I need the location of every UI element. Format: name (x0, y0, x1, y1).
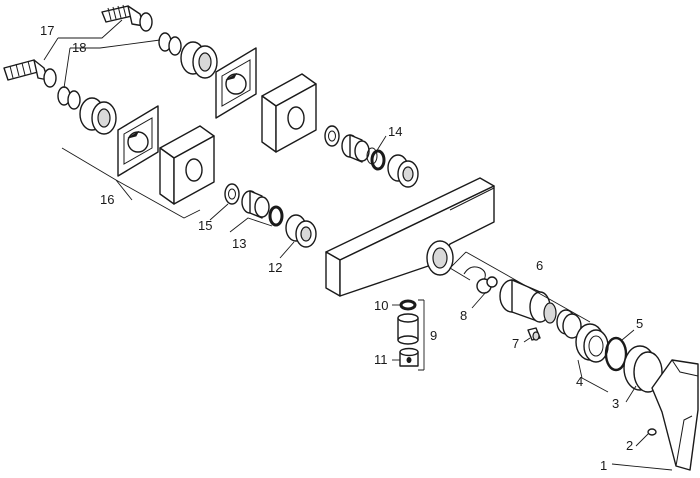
callout-9: 9 (430, 328, 437, 343)
hex-nut-left (79, 97, 117, 135)
o-ring-14 (370, 149, 386, 171)
callout-12: 12 (268, 260, 282, 275)
callout-13: 13 (232, 236, 246, 251)
callout-16: 16 (100, 192, 114, 207)
screw-7 (527, 327, 541, 341)
callout-14: 14 (388, 124, 402, 139)
cap-nut-12 (285, 214, 317, 248)
washer-15 (224, 183, 240, 205)
thermostatic-cartridge-6 (499, 279, 557, 324)
rosette-4 (575, 323, 609, 363)
o-ring-13 (268, 205, 284, 227)
cover-plate-sticker-top (215, 47, 257, 119)
square-escutcheon-left (159, 125, 215, 205)
callout-17: 17 (40, 23, 54, 38)
callout-18: 18 (72, 40, 86, 55)
callout-7: 7 (512, 336, 519, 351)
threaded-adapter-top (101, 4, 153, 32)
connector-13 (241, 190, 270, 219)
connector-14 (341, 134, 378, 165)
square-escutcheon-top (261, 73, 317, 153)
callout-15: 15 (198, 218, 212, 233)
filter-11 (399, 347, 419, 367)
hex-nut-top (180, 41, 218, 79)
callout-5: 5 (636, 316, 643, 331)
callout-4: 4 (576, 374, 583, 389)
grub-screw-2 (647, 428, 657, 436)
clip-8 (463, 266, 498, 294)
o-ring-5 (604, 336, 628, 372)
lever-handle-1 (651, 359, 699, 471)
callout-6: 6 (536, 258, 543, 273)
cover-ring-3 (623, 345, 663, 393)
callout-3: 3 (612, 396, 619, 411)
valve-body (325, 177, 495, 297)
o-ring-10 (399, 299, 417, 311)
adjustment-nut-6 (556, 309, 582, 339)
cap-nut-upper (387, 154, 419, 188)
flow-part-9 (397, 313, 419, 345)
washer-15-upper (324, 125, 340, 147)
cover-plate-sticker-left (117, 105, 159, 177)
callout-10: 10 (374, 298, 388, 313)
threaded-adapter-left (3, 59, 57, 88)
washer-small-top (158, 32, 182, 56)
callout-2: 2 (626, 438, 633, 453)
leader-lines (43, 19, 673, 471)
callout-8: 8 (460, 308, 467, 323)
callout-11: 11 (374, 352, 388, 367)
washer-small-left (57, 86, 81, 110)
callout-1: 1 (600, 458, 607, 473)
